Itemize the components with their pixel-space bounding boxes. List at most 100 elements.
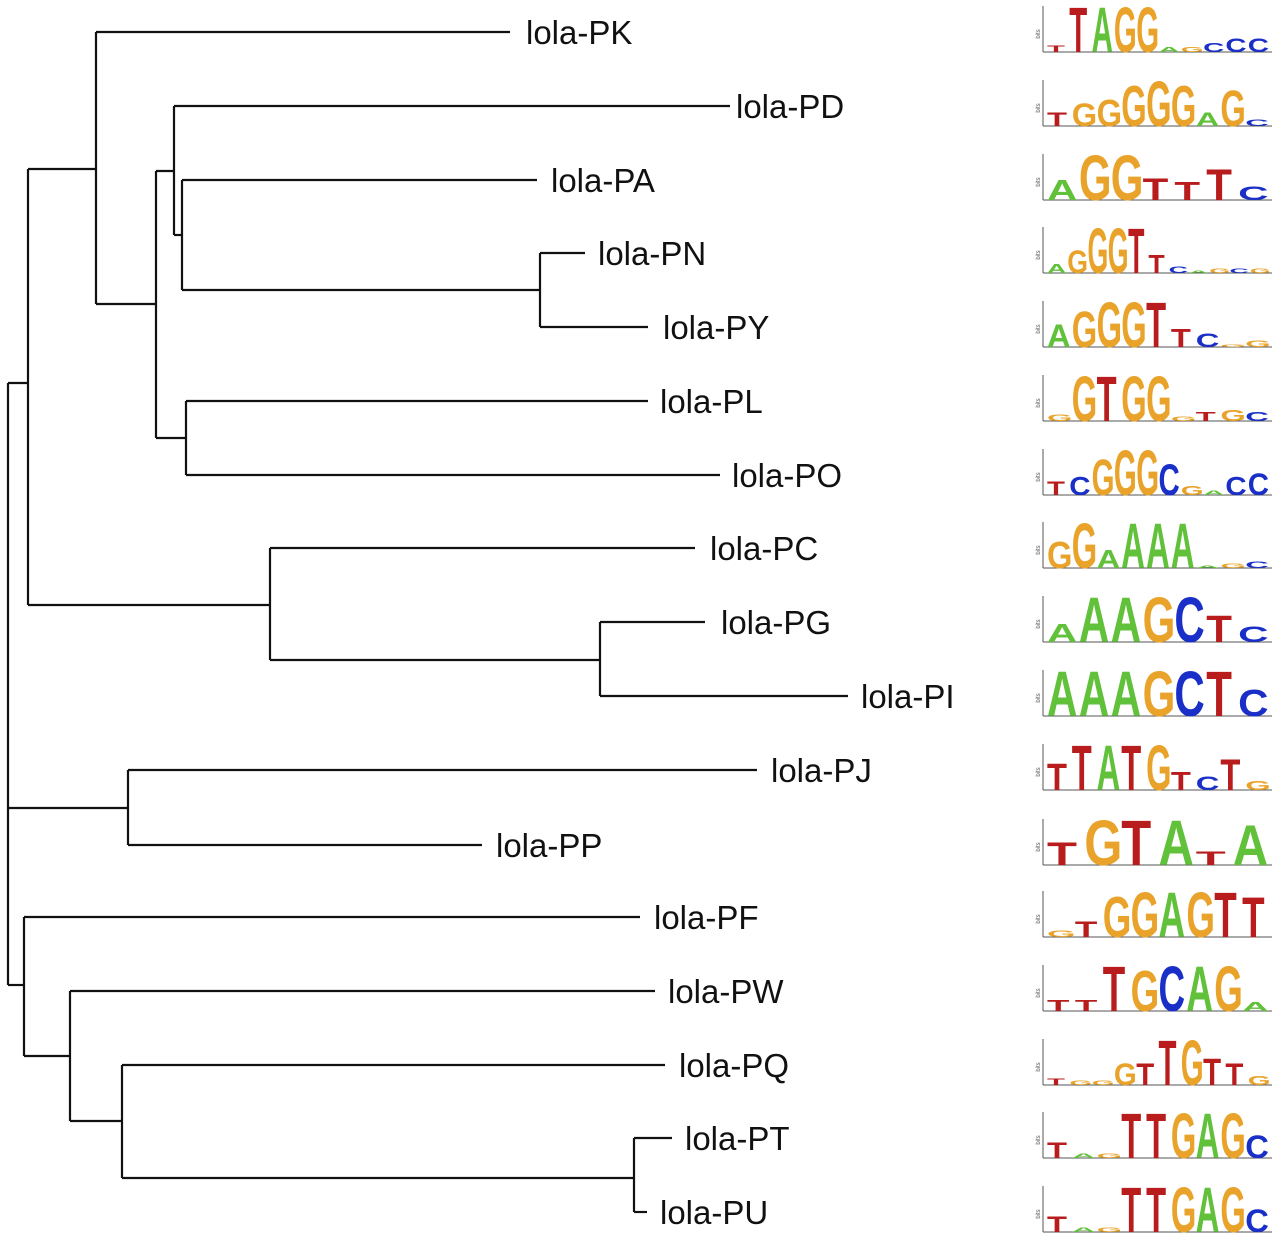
logo-letter: G — [1097, 1226, 1122, 1233]
logo-letter: T — [1206, 608, 1232, 651]
logo-letter: G — [1121, 289, 1146, 361]
logo-letter: T — [1047, 43, 1066, 54]
logo-letter: G — [1088, 217, 1109, 287]
leaf-label: lola-PD — [736, 88, 844, 125]
leaf-label: lola-PQ — [679, 1047, 789, 1084]
bits-axis-label: bits — [1036, 29, 1042, 38]
logo-letter: T — [1047, 1076, 1066, 1087]
logo-letter: G — [1121, 74, 1146, 138]
logo-letter: C — [1238, 623, 1268, 648]
logo-letter: T — [1136, 1056, 1154, 1092]
leaf-label: lola-PU — [660, 1194, 768, 1231]
leaf-label: lola-PT — [685, 1120, 790, 1157]
logo-letter: C — [1245, 118, 1269, 129]
logo-letter: A — [1196, 109, 1220, 130]
leaf-label: lola-PC — [710, 530, 818, 567]
logo-letter: G — [1181, 483, 1204, 498]
logo-letter: T — [1146, 1174, 1166, 1242]
logo-letter: G — [1047, 928, 1076, 939]
logo-letter: G — [1079, 143, 1112, 214]
logo-letter: C — [1230, 267, 1249, 274]
leaf-label: lola-PG — [721, 604, 831, 641]
bits-axis-label: bits — [1036, 103, 1042, 112]
logo-letter: G — [1146, 363, 1171, 435]
logo-letter: G — [1072, 97, 1097, 133]
logo-letter: C — [1225, 472, 1246, 501]
logo-letter: G — [1047, 534, 1072, 577]
logo-letter: A — [1097, 545, 1121, 574]
logo-letter: T — [1214, 881, 1237, 952]
logo-letter: A — [1047, 318, 1071, 354]
logo-letter: T — [1047, 1138, 1067, 1163]
logo-letter: C — [1225, 36, 1246, 57]
leaf-labels: lola-PKlola-PDlola-PAlola-PNlola-PYlola-… — [496, 14, 955, 1231]
logo-letter: G — [1131, 960, 1160, 1024]
logo-letter: T — [1225, 1056, 1243, 1092]
bits-axis-label: bits — [1036, 1135, 1042, 1144]
logo-letter: T — [1146, 289, 1166, 361]
logo-letter: A — [1121, 510, 1145, 582]
leaf-label: lola-PK — [526, 14, 632, 51]
logo-letter: A — [1097, 732, 1121, 804]
logo-letter: T — [1171, 324, 1191, 353]
logo-letter: C — [1245, 1129, 1269, 1165]
logo-letter: C — [1174, 585, 1204, 656]
logo-letter: G — [1092, 1079, 1115, 1086]
logo-letter: G — [1248, 1073, 1271, 1088]
logo-letter: T — [1047, 836, 1077, 872]
logo-letter: C — [1196, 773, 1220, 794]
logo-letter: T — [1174, 178, 1200, 206]
logo-letter: G — [1114, 1056, 1137, 1092]
logo-letter: G — [1181, 1027, 1204, 1099]
logo-letter: G — [1103, 886, 1132, 950]
logo-letter: G — [1214, 955, 1243, 1026]
leaf-label: lola-PP — [496, 827, 602, 864]
logo-letter: C — [1196, 330, 1220, 351]
tree-branches — [6, 30, 848, 1214]
bits-axis-label: bits — [1036, 767, 1042, 776]
logo-letter: A — [1203, 489, 1224, 496]
logo-letter: T — [1047, 479, 1065, 500]
logo-letter: T — [1128, 217, 1144, 287]
logo-letter: A — [1072, 1226, 1096, 1233]
logo-letter: T — [1075, 917, 1098, 942]
leaf-label: lola-PF — [654, 899, 759, 936]
logo-letter: A — [1171, 510, 1195, 582]
logo-letter: G — [1171, 415, 1196, 422]
logo-letter: C — [1248, 466, 1269, 502]
logo-letter: T — [1075, 997, 1098, 1015]
leaf-label: lola-PN — [598, 235, 706, 272]
bits-axis-label: bits — [1036, 693, 1042, 702]
logo-letter: G — [1220, 1174, 1245, 1242]
logo-letter: A — [1233, 814, 1268, 877]
logo-letter: C — [1238, 682, 1268, 725]
logo-letter: G — [1131, 881, 1160, 952]
logo-letter: C — [1245, 560, 1269, 571]
logo-letter: G — [1143, 585, 1176, 656]
bits-axis-label: bits — [1036, 1062, 1042, 1071]
bits-axis-label: bits — [1036, 619, 1042, 628]
logo-letter: T — [1159, 1027, 1177, 1099]
logo-letter: A — [1189, 270, 1209, 274]
bits-axis-label: bits — [1036, 914, 1042, 923]
logo-letter: C — [1169, 265, 1188, 275]
leaf-label: lola-PA — [551, 162, 655, 199]
bits-axis-label: bits — [1036, 250, 1042, 259]
logo-letter: T — [1220, 751, 1240, 800]
logo-letter: C — [1245, 1203, 1269, 1239]
logo-letter: C — [1174, 659, 1204, 730]
logo-letter: C — [1245, 410, 1269, 424]
bits-axis-label: bits — [1036, 472, 1042, 481]
logo-letter: T — [1047, 997, 1070, 1015]
logo-letter: A — [1072, 1152, 1096, 1159]
logo-letter: A — [1196, 565, 1220, 569]
logo-letter: G — [1072, 510, 1097, 582]
logo-letter: A — [1079, 659, 1109, 730]
